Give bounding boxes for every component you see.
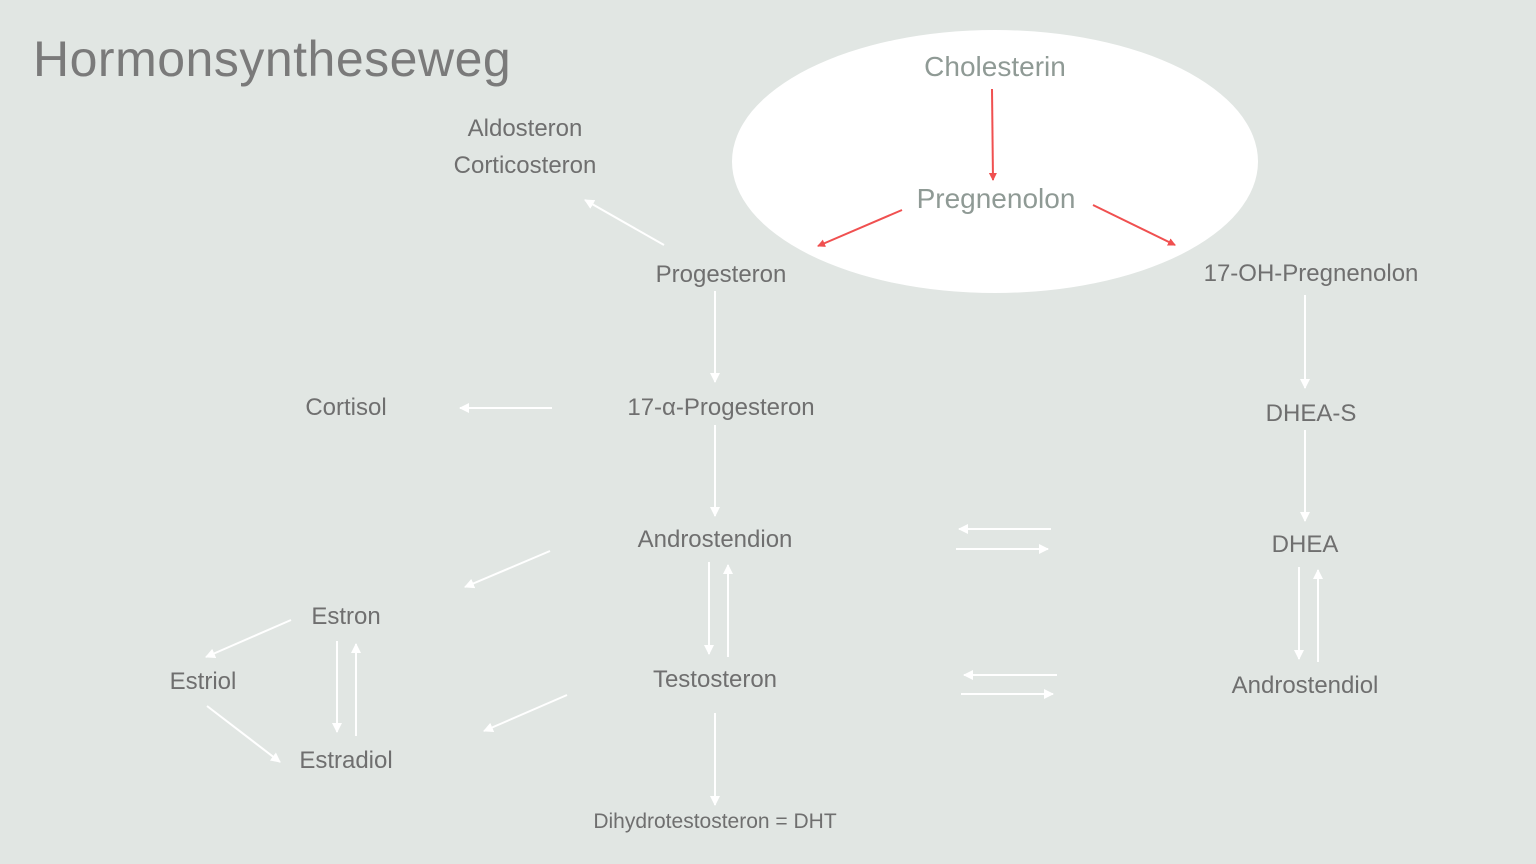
node-estron: Estron — [311, 603, 381, 630]
node-corticosteron: Corticosteron — [453, 152, 597, 179]
node-dhea-s: DHEA-S — [1265, 400, 1357, 427]
node-dhea: DHEA — [1271, 531, 1339, 558]
node-17alpha-progesteron: 17-α-Progesteron — [627, 394, 815, 421]
node-estriol: Estriol — [169, 668, 237, 695]
arrow-progesteron-aldosteron — [584, 199, 665, 246]
node-aldosteron: Aldosteron — [467, 115, 583, 142]
arrow-androstendion-estron — [464, 550, 551, 589]
node-estradiol: Estradiol — [299, 747, 393, 774]
node-testosteron: Testosteron — [652, 666, 778, 693]
node-cholesterin: Cholesterin — [924, 51, 1066, 82]
node-androstendiol: Androstendiol — [1231, 672, 1379, 699]
node-progesteron: Progesteron — [655, 261, 787, 288]
node-cortisol: Cortisol — [305, 394, 387, 421]
node-pregnenolon: Pregnenolon — [916, 183, 1076, 214]
arrow-estriol-estradiol — [206, 705, 281, 763]
arrow-pregnenolon-progesteron — [817, 209, 903, 247]
node-dht: Dihydrotestosteron = DHT — [593, 810, 837, 833]
arrow-cholesterin-pregnenolon — [988, 88, 997, 181]
arrow-testosteron-estradiol — [483, 694, 568, 733]
arrow-pregnenolon-17oh — [1092, 204, 1176, 246]
highlight-ellipse — [732, 30, 1258, 293]
node-androstendion: Androstendion — [637, 526, 793, 553]
arrow-estron-estriol — [205, 619, 292, 658]
page-title: Hormonsyntheseweg — [33, 31, 512, 87]
node-17oh-pregnenolon: 17-OH-Pregnenolon — [1203, 260, 1419, 287]
